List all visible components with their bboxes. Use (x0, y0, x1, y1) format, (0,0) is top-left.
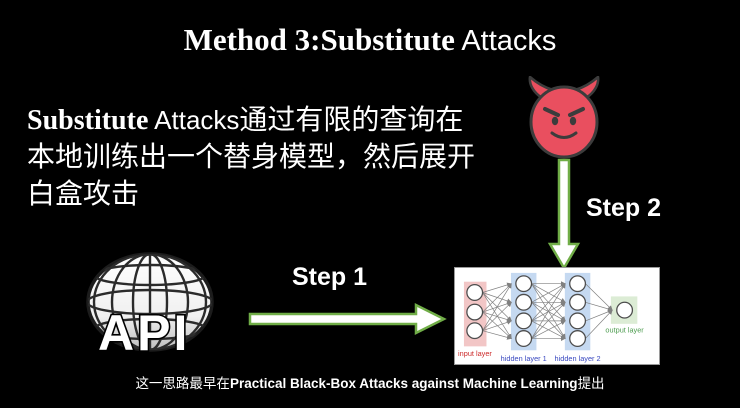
caption-cn-suffix: 提出 (577, 376, 605, 391)
paragraph-en-sans: Attacks (148, 105, 240, 135)
neural-network-canvas: input layer hidden layer 1 hidden layer 2 o… (458, 272, 644, 363)
arrow-right-icon (248, 302, 447, 336)
caption-paper-title: Practical Black-Box Attacks against Mach… (229, 376, 578, 391)
caption: 这一思路最早在Practical Black-Box Attacks again… (0, 372, 740, 392)
title-main: Method 3:Substitute (183, 22, 455, 57)
nn-layer-label: hidden layer 1 (501, 354, 547, 363)
step2-label: Step 2 (586, 194, 662, 222)
paragraph-line-3: 白盒攻击 (27, 179, 140, 210)
devil-emoji-icon (528, 76, 600, 159)
slide-title: Method 3:Substitute Attacks (0, 22, 740, 58)
intro-paragraph: Substitute Attacks通过有限的查询在 本地训练出一个替身模型，然… (27, 102, 517, 213)
paragraph-line-2: 本地训练出一个替身模型，然后展开 (27, 142, 476, 173)
api-label: API (98, 305, 190, 361)
nn-layer-label: output layer (605, 326, 644, 335)
caption-cn-prefix: 这一思路最早在 (135, 376, 230, 391)
neural-network-figure: input layer hidden layer 1 hidden layer 2 o… (454, 267, 660, 365)
step1-label: Step 1 (292, 263, 368, 291)
title-suffix: Attacks (454, 25, 557, 57)
paragraph-en-bold: Substitute (27, 105, 149, 136)
arrow-down-icon (547, 158, 581, 270)
globe-api-icon: API (86, 252, 214, 362)
paragraph-line-1: Substitute Attacks通过有限的查询在 (27, 102, 517, 139)
nn-layer-label: hidden layer 2 (555, 354, 601, 363)
nn-layer-label: input layer (458, 349, 492, 358)
paragraph-line1-cn: 通过有限的查询在 (239, 105, 464, 136)
